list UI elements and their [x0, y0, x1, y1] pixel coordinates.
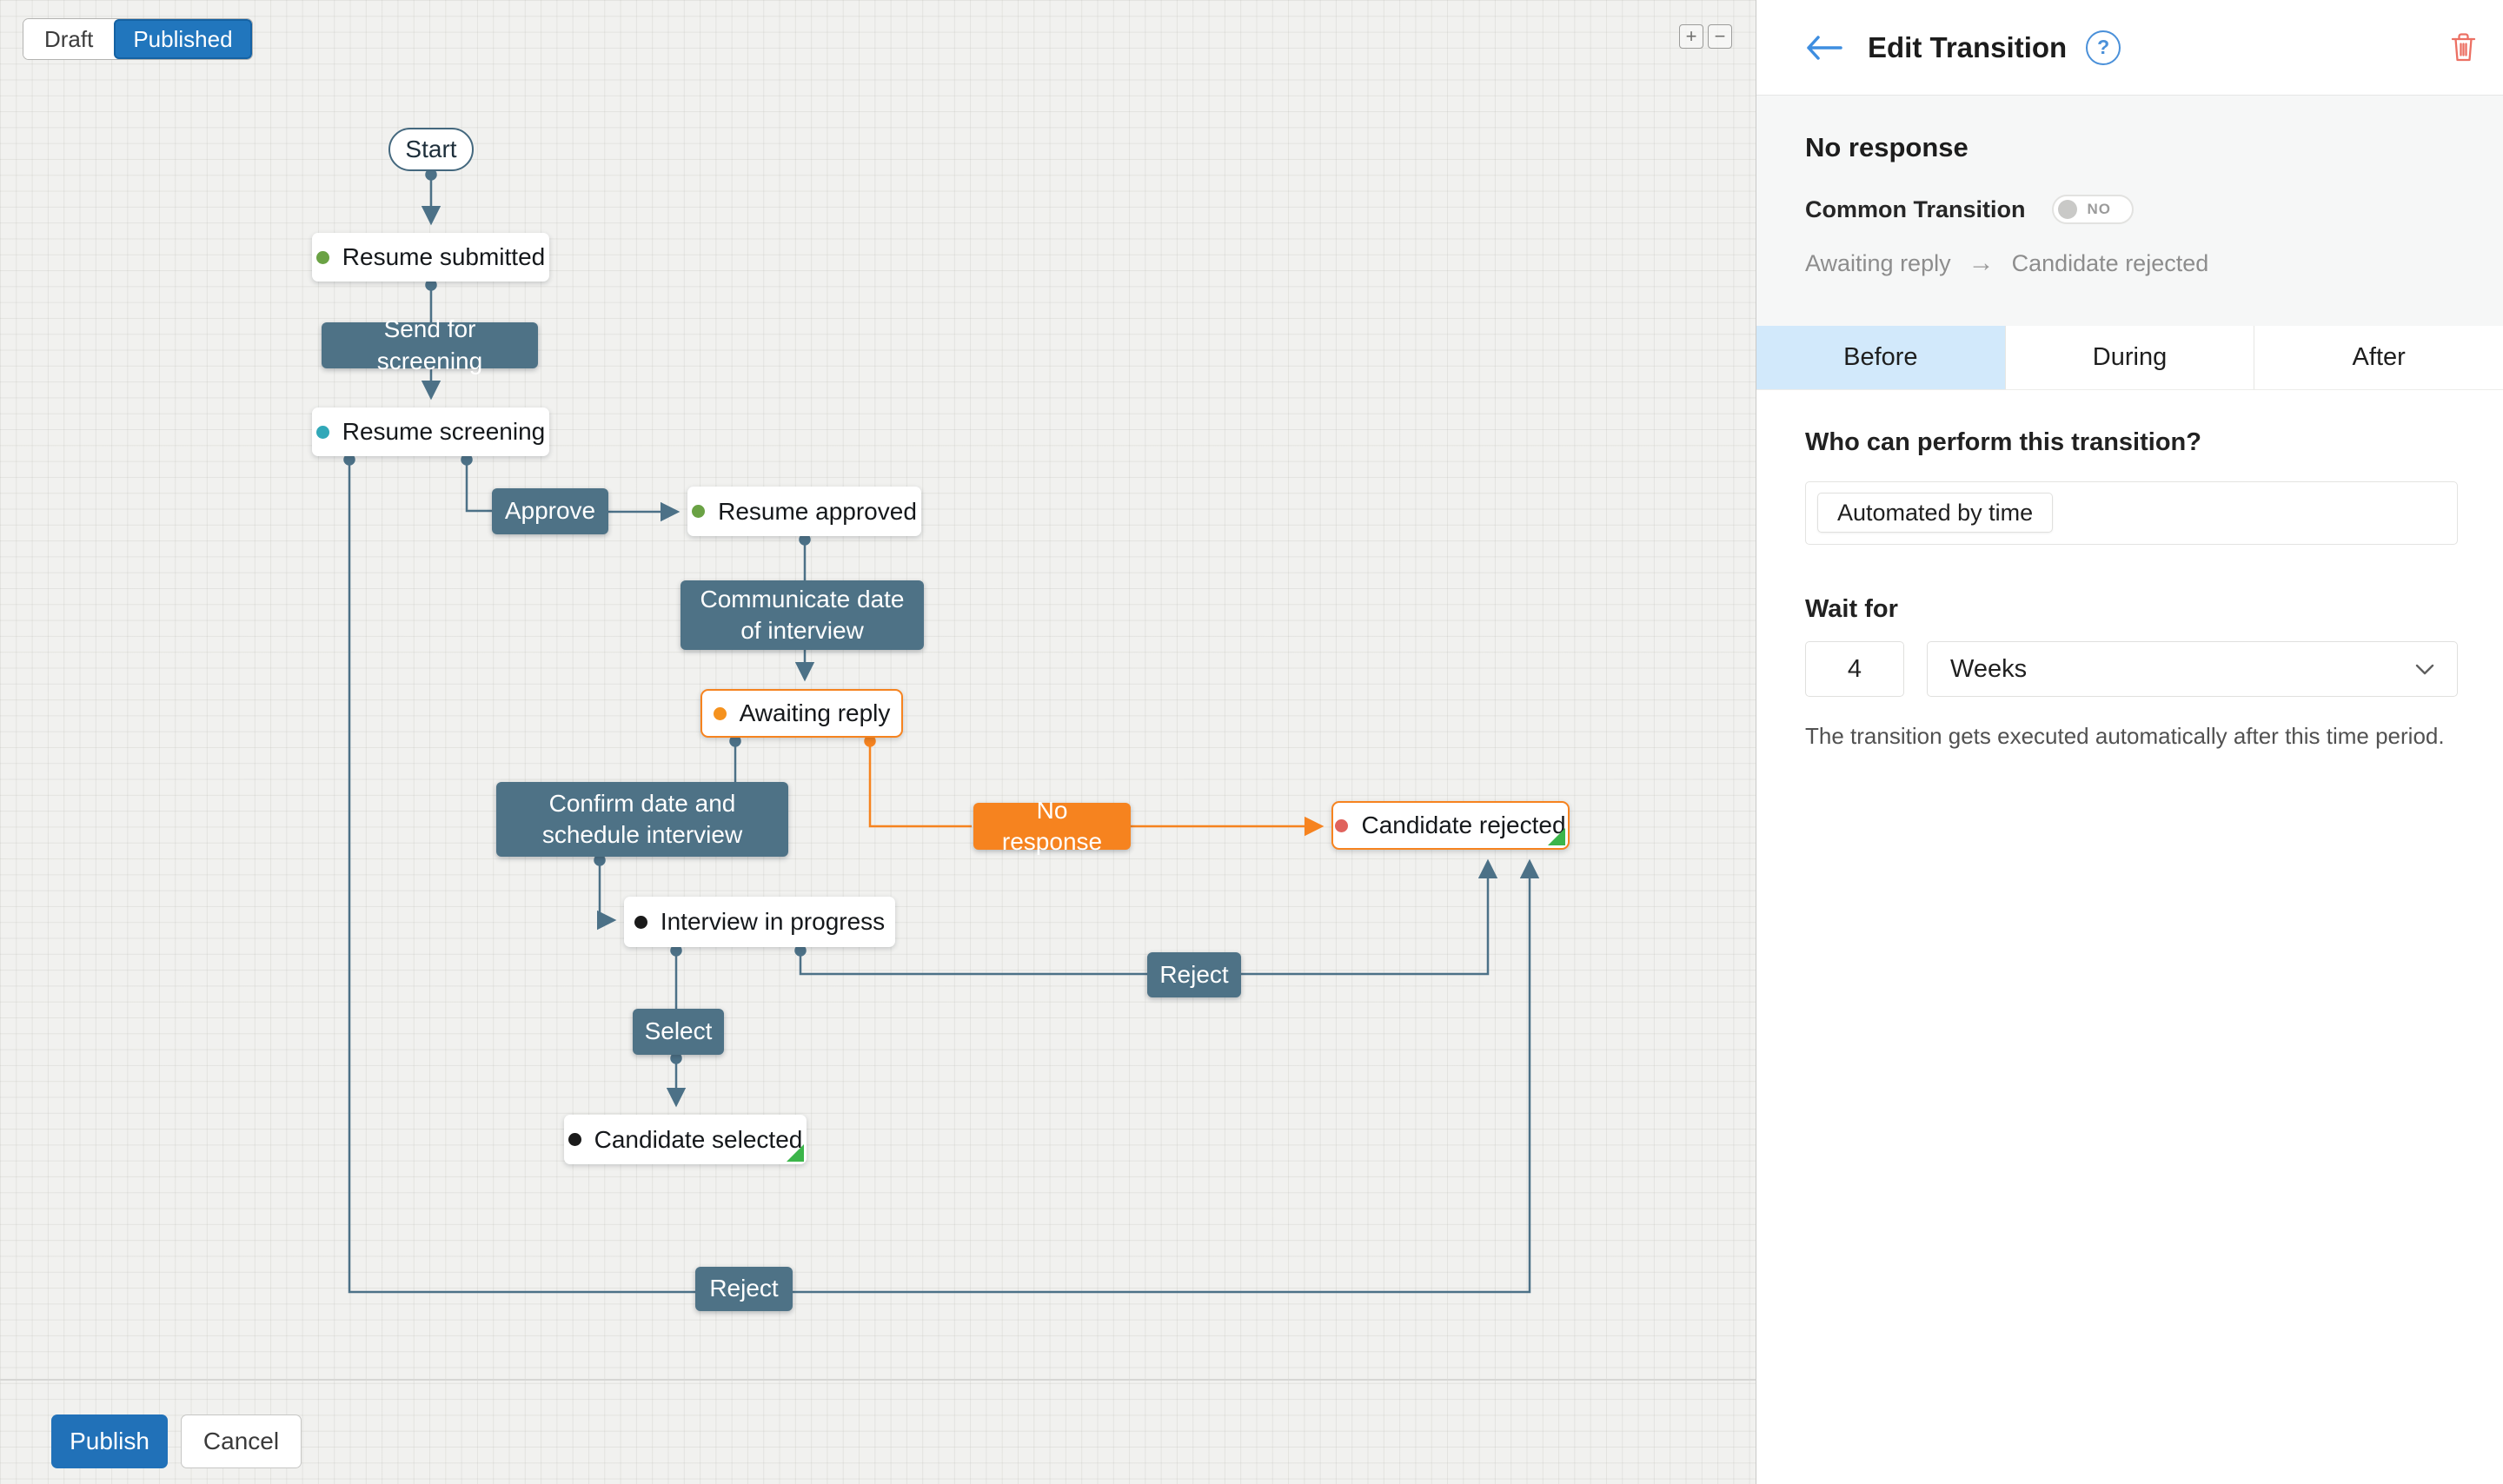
state-node-resume-submitted[interactable]: Resume submitted — [312, 233, 549, 282]
panel-tabs: Before During After — [1756, 326, 2503, 390]
help-icon[interactable]: ? — [2086, 30, 2121, 65]
state-label: Resume submitted — [342, 243, 546, 270]
state-label: Start — [405, 136, 457, 162]
transition-node-reject-from-interview[interactable]: Reject — [1147, 952, 1241, 997]
transition-node-approve[interactable]: Approve — [492, 488, 608, 534]
common-transition-row: Common Transition NO — [1805, 195, 2454, 224]
state-label: Candidate selected — [594, 1125, 803, 1153]
transition-node-no-response[interactable]: No response — [973, 797, 1131, 855]
common-transition-toggle[interactable]: NO — [2051, 195, 2134, 224]
published-toggle-option[interactable]: Published — [114, 19, 252, 59]
state-node-awaiting-reply[interactable]: Awaiting reply — [700, 689, 903, 738]
edge-awaiting-to-no-response — [868, 739, 972, 828]
workflow-canvas[interactable]: Draft Published + − Send for screening A… — [0, 0, 1756, 1484]
zoom-out-button[interactable]: − — [1708, 24, 1732, 49]
state-label: Candidate rejected — [1361, 812, 1566, 838]
state-node-start[interactable]: Start — [388, 128, 474, 171]
edge-screening-reject-to-rejected — [348, 458, 1540, 1294]
performer-chip[interactable]: Automated by time — [1817, 493, 2054, 533]
state-node-resume-screening[interactable]: Resume screening — [312, 407, 549, 456]
wait-unit-value: Weeks — [1950, 654, 2028, 683]
panel-header: Edit Transition ? — [1756, 0, 2503, 96]
wait-for-row: Weeks — [1805, 641, 2458, 697]
state-label: Awaiting reply — [739, 699, 891, 726]
state-dot-orange — [713, 706, 727, 720]
state-dot-black — [568, 1133, 581, 1146]
state-label: Interview in progress — [660, 908, 886, 935]
toggle-state-label: NO — [2087, 201, 2112, 217]
state-label: Resume screening — [342, 418, 546, 445]
transition-summary-section: No response Common Transition NO Awaitin… — [1756, 96, 2503, 326]
transition-route: Awaiting reply → Candidate rejected — [1805, 248, 2454, 278]
before-tab-content: Who can perform this transition? Automat… — [1756, 390, 2503, 750]
state-dot-teal — [315, 425, 329, 439]
workflow-edges — [343, 169, 1540, 1294]
state-node-interview-in-progress[interactable]: Interview in progress — [624, 897, 895, 947]
state-dot-black — [634, 915, 647, 929]
delete-transition-icon[interactable] — [2450, 31, 2477, 63]
state-label: Resume approved — [718, 497, 917, 525]
chevron-down-icon — [2415, 664, 2434, 675]
edge-interview-reject-to-rejected — [799, 858, 1498, 976]
publish-button[interactable]: Publish — [51, 1414, 168, 1468]
transition-node-select[interactable]: Select — [633, 1009, 724, 1055]
performer-field[interactable]: Automated by time — [1805, 481, 2458, 545]
cancel-button[interactable]: Cancel — [181, 1414, 302, 1468]
route-from-state: Awaiting reply — [1805, 249, 1951, 276]
state-node-candidate-selected[interactable]: Candidate selected — [564, 1115, 807, 1164]
edit-transition-panel: Edit Transition ? No response Common Tra… — [1756, 0, 2503, 1484]
tab-after[interactable]: After — [2254, 326, 2503, 389]
canvas-footer-divider — [0, 1379, 1756, 1381]
wait-helper-text: The transition gets executed automatical… — [1805, 723, 2445, 749]
transition-node-communicate-date[interactable]: Communicate date of interview — [681, 580, 924, 650]
transition-name: No response — [1805, 132, 1969, 162]
draft-toggle-option[interactable]: Draft — [23, 19, 115, 59]
transition-node-send-for-screening[interactable]: Send for screening — [322, 315, 538, 374]
panel-title: Edit Transition — [1868, 30, 2068, 63]
edge-screening-to-approve — [465, 458, 492, 513]
tab-during[interactable]: During — [2004, 326, 2254, 389]
route-arrow-icon: → — [1968, 248, 1995, 277]
common-transition-label: Common Transition — [1805, 195, 2026, 222]
canvas-zoom-controls: + − — [1679, 24, 1732, 49]
toggle-knob — [2057, 200, 2077, 219]
wait-value-input[interactable] — [1805, 641, 1904, 697]
transition-node-reject-from-screening[interactable]: Reject — [695, 1267, 793, 1311]
wait-unit-select[interactable]: Weeks — [1927, 641, 2458, 697]
state-dot-red — [1335, 818, 1349, 832]
zoom-in-button[interactable]: + — [1679, 24, 1703, 49]
transition-node-confirm-date[interactable]: Confirm date and schedule interview — [496, 782, 788, 857]
tab-before[interactable]: Before — [1756, 326, 2005, 389]
state-dot-green — [692, 505, 706, 518]
wait-for-label: Wait for — [1805, 595, 1898, 623]
draft-published-toggle: Draft Published — [23, 18, 253, 60]
back-arrow-icon[interactable] — [1805, 35, 1843, 61]
state-node-resume-approved[interactable]: Resume approved — [687, 487, 921, 536]
state-node-candidate-rejected[interactable]: Candidate rejected — [1331, 801, 1570, 850]
route-to-state: Candidate rejected — [2011, 249, 2209, 276]
edge-confirm-to-interview — [596, 858, 617, 931]
performer-question: Who can perform this transition? — [1805, 428, 2201, 456]
state-dot-green — [315, 250, 329, 264]
